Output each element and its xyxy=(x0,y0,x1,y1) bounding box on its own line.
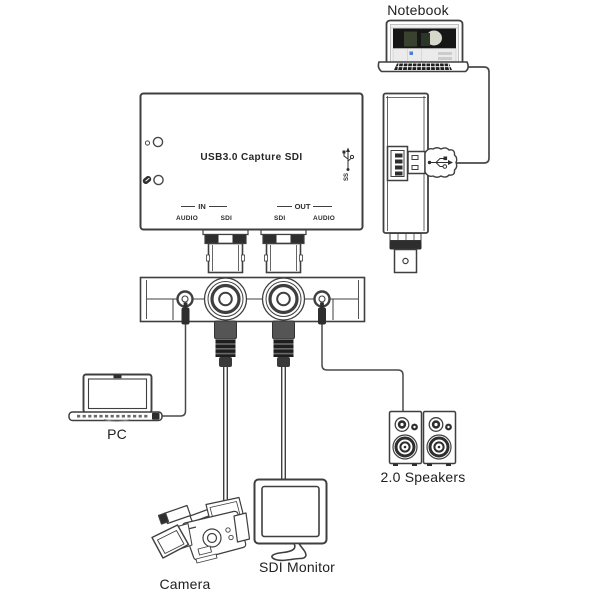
in-dash-right xyxy=(208,206,227,207)
in-port-group: IN AUDIO SDI xyxy=(176,203,232,222)
ss-usb-icon: SS xyxy=(342,147,355,181)
io-panel-front-view xyxy=(139,276,366,323)
bnc-connector-side-icon xyxy=(389,233,422,274)
camera-illustration xyxy=(151,496,251,564)
out-dash-left xyxy=(276,206,292,207)
monitor-stand xyxy=(271,542,307,562)
audio-plug-right-icon xyxy=(318,302,326,325)
ss-usb-badge-text: SS xyxy=(344,173,350,181)
sdi-in-bnc-front-icon xyxy=(203,277,248,321)
bnc-connector-in-sdi xyxy=(202,229,249,274)
speakers-label: 2.0 Speakers xyxy=(380,469,466,485)
sdi-plug-out-icon xyxy=(272,320,295,367)
capture-device-side-view xyxy=(382,92,429,274)
bnc-connector-out-sdi xyxy=(260,229,307,274)
pc-label: PC xyxy=(107,426,127,442)
pc-illustration xyxy=(68,373,163,422)
usb-cable-to-notebook xyxy=(456,66,490,164)
notebook-label: Notebook xyxy=(387,2,449,18)
sdi-monitor-illustration xyxy=(253,478,328,562)
usb-trident-icon xyxy=(427,156,453,169)
out-sdi-label: SDI xyxy=(274,215,286,222)
lock-icon xyxy=(142,175,152,185)
pc-audio-connector-icon xyxy=(152,412,160,420)
sdi-monitor-label: SDI Monitor xyxy=(258,559,336,575)
usb-plug-icon xyxy=(407,147,458,178)
audio-cable-to-speakers xyxy=(321,320,404,412)
capture-device-box: SS xyxy=(139,92,364,231)
sdi-out-bnc-front-icon xyxy=(261,277,306,321)
led-indicator-icon xyxy=(144,136,164,186)
in-sdi-label: SDI xyxy=(220,215,232,222)
usb-port-icon xyxy=(386,145,409,182)
in-label: IN xyxy=(198,202,206,211)
camera-label: Camera xyxy=(159,576,211,592)
in-audio-label: AUDIO xyxy=(176,215,198,222)
speaker-right xyxy=(422,410,457,466)
notebook-illustration xyxy=(377,19,469,73)
in-dash-left xyxy=(181,206,196,207)
out-audio-label: AUDIO xyxy=(313,215,335,222)
out-dash-right xyxy=(313,206,333,207)
capture-device-title: USB3.0 Capture SDI xyxy=(200,152,303,163)
speaker-left xyxy=(388,410,423,466)
audio-cable-to-pc xyxy=(159,320,187,417)
sdi-plug-in-icon xyxy=(214,320,237,367)
out-label: OUT xyxy=(294,202,311,211)
speakers-illustration xyxy=(388,410,457,466)
out-port-group: OUT SDI AUDIO xyxy=(274,203,335,222)
audio-plug-left-icon xyxy=(181,302,190,325)
sdi-cable-to-camera xyxy=(223,360,235,514)
